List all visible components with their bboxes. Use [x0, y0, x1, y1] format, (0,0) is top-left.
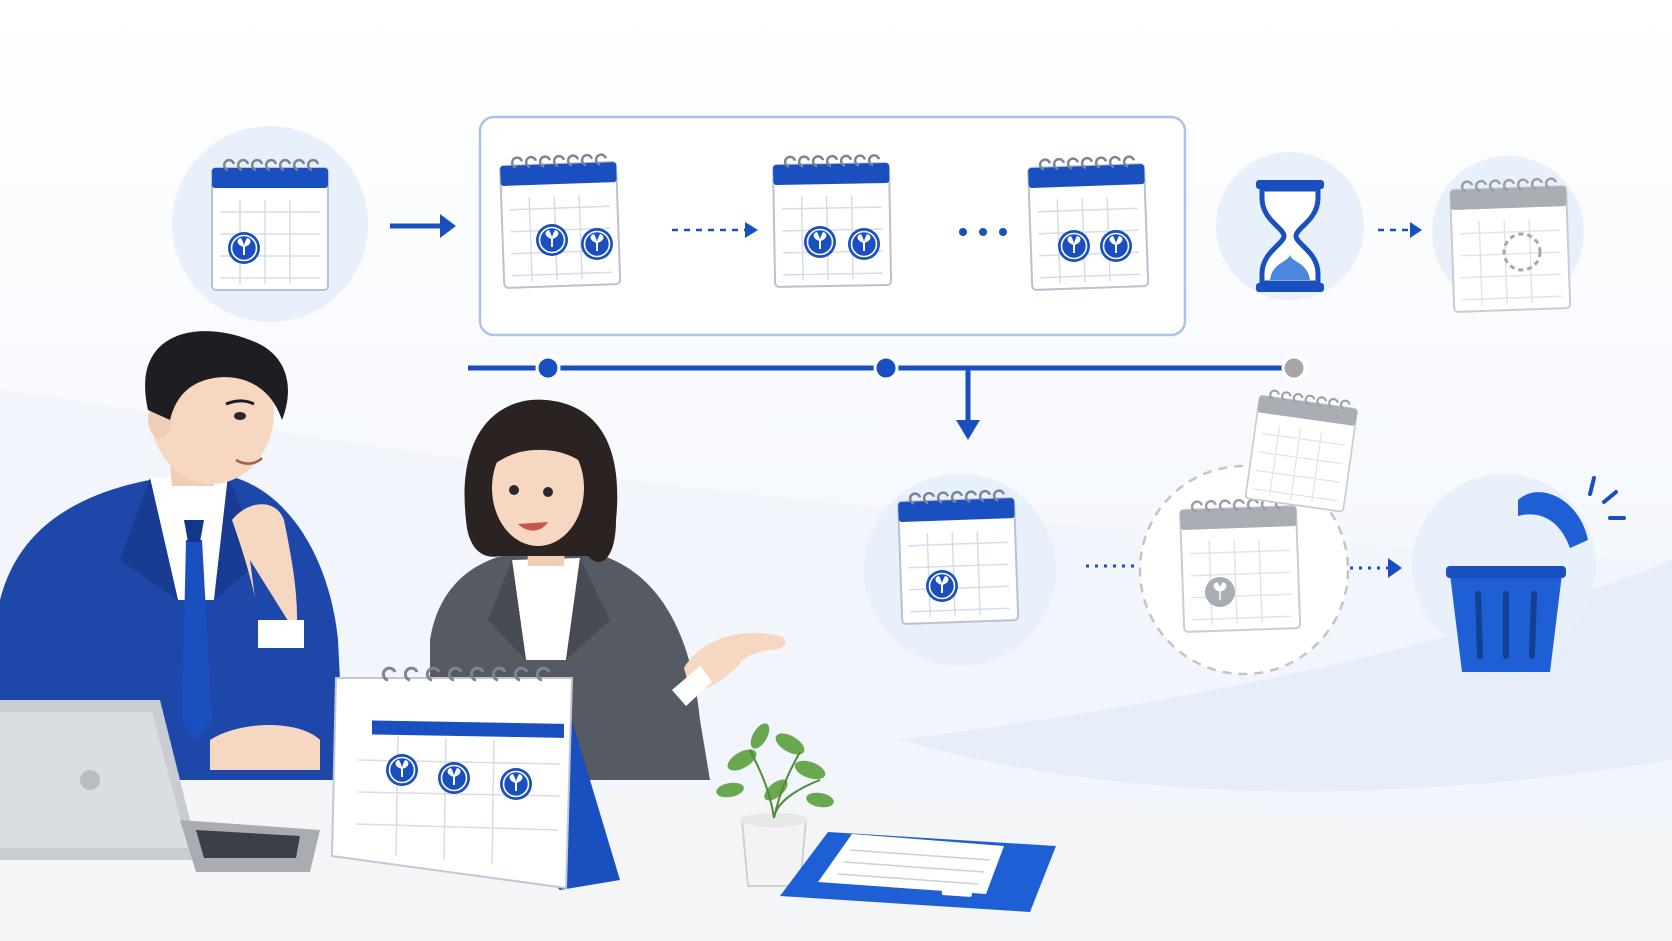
desk-calendar	[330, 666, 620, 890]
arrow-down-icon	[956, 370, 980, 440]
fading-calendar	[1138, 464, 1350, 676]
dotted-arrow-icon	[1378, 222, 1422, 238]
retention-calendar-2	[771, 153, 893, 289]
clipboard-folder	[780, 832, 1056, 912]
ellipsis-icon	[959, 228, 1007, 236]
hourglass-icon	[1216, 152, 1364, 300]
laptop	[0, 700, 320, 872]
background-wave-2	[900, 560, 1672, 792]
step-initial-calendar	[172, 126, 368, 322]
active-calendar	[864, 474, 1056, 666]
dotted-arrow-icon	[1350, 558, 1402, 578]
arrow-right-icon	[390, 214, 456, 238]
timeline	[468, 355, 1560, 381]
trash-bin-icon	[1244, 387, 1626, 672]
retention-calendar-1	[498, 152, 622, 290]
potted-plant	[716, 723, 834, 887]
retention-calendar-3	[1026, 154, 1150, 292]
expired-calendar	[1432, 156, 1584, 314]
dotted-arrow-icon	[672, 222, 758, 238]
